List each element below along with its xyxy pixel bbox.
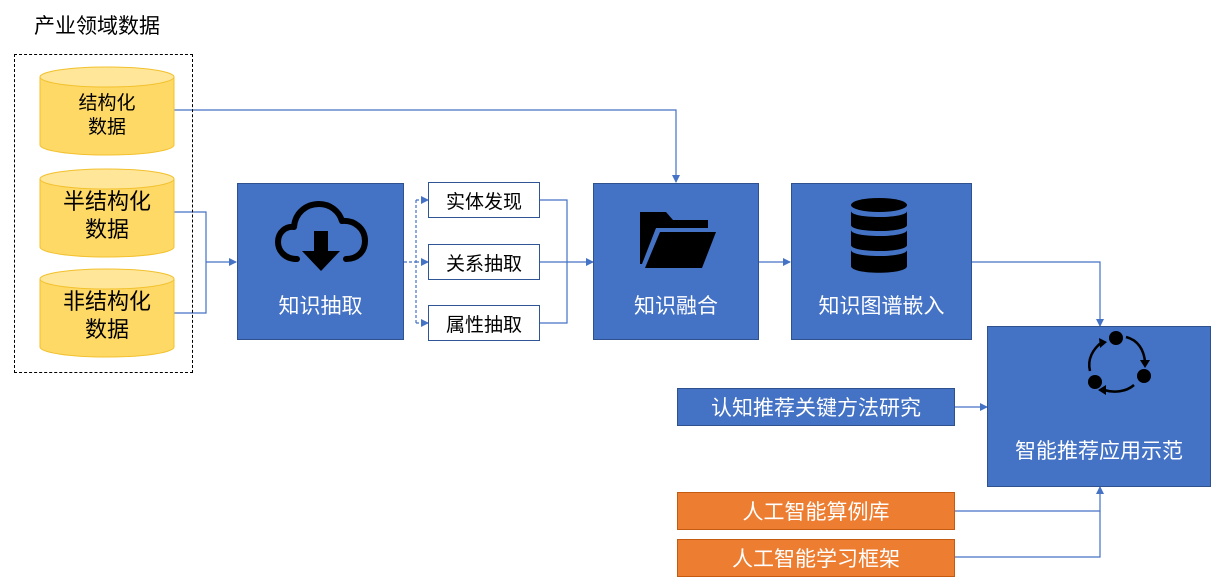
knowledge-graph-embedding-box: 知识图谱嵌入 — [791, 183, 972, 340]
connector-attribute-out — [540, 262, 568, 324]
ai-learning-framework-box: 人工智能学习框架 — [677, 539, 955, 577]
cylinder-shape — [39, 168, 175, 258]
cylinder-unstructured-data: 非结构化 数据 — [39, 268, 175, 358]
recommendation-application-label: 智能推荐应用示范 — [1015, 439, 1183, 463]
connector-library-to-application — [955, 486, 1104, 512]
cylinder-structured-data: 结构化 数据 — [39, 66, 175, 156]
cylinder-label-line1: 结构化 — [78, 92, 136, 114]
cylinder-label-line2: 数据 — [84, 318, 129, 343]
ai-example-library-box: 人工智能算例库 — [677, 492, 955, 530]
knowledge-fusion-box: 知识融合 — [593, 183, 759, 340]
cylinder-label-line2: 数据 — [87, 116, 126, 138]
subtask-attribute-extraction: 属性抽取 — [428, 305, 540, 341]
cylinder-semi-structured-data: 半结构化 数据 — [39, 168, 175, 258]
connector-structured-to-fusion — [174, 109, 680, 183]
cylinder-label-line2: 数据 — [84, 218, 129, 243]
cognitive-recommendation-research-box: 认知推荐关键方法研究 — [677, 388, 955, 426]
cylinder-label-line1: 非结构化 — [62, 290, 151, 315]
connector-entity-out — [540, 199, 568, 262]
connector-semi-structured — [174, 211, 207, 262]
cylinder-label-line1: 半结构化 — [62, 190, 151, 215]
connector-embedding-to-application — [972, 261, 1104, 327]
knowledge-extraction-box: 知识抽取 — [237, 183, 404, 340]
cylinder-shape — [39, 66, 175, 156]
database-icon — [851, 198, 907, 273]
connector-unstructured — [174, 262, 207, 314]
subtask-relation-extraction: 关系抽取 — [428, 244, 540, 280]
recommendation-application-box: 智能推荐应用示范 — [987, 326, 1211, 487]
cylinder-shape — [39, 268, 175, 358]
subtask-entity-discovery: 实体发现 — [428, 182, 540, 218]
knowledge-extraction-label: 知识抽取 — [278, 294, 363, 318]
source-group-frame — [14, 54, 193, 373]
folder-open-icon — [640, 212, 716, 268]
knowledge-graph-embedding-label: 知识图谱嵌入 — [818, 294, 945, 318]
source-group-title: 产业领域数据 — [34, 14, 160, 38]
connector-framework-to-application — [955, 511, 1101, 558]
cycle-icon — [1088, 331, 1151, 395]
knowledge-fusion-label: 知识融合 — [634, 294, 718, 318]
cloud-download-icon — [275, 201, 368, 271]
